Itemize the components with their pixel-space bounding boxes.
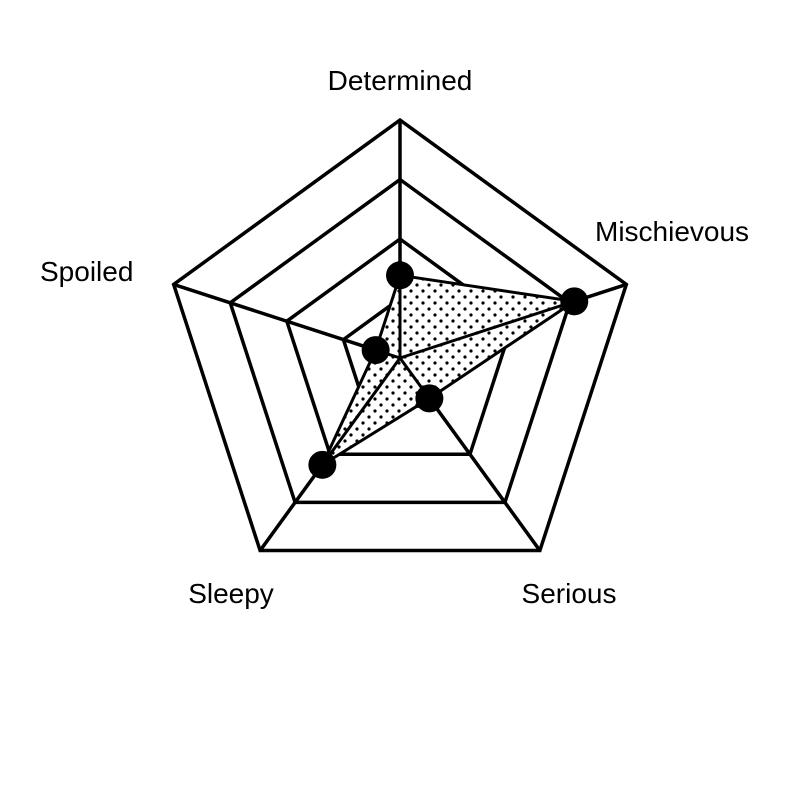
axis-labels: Determined Mischievous Serious Sleepy Sp… [40, 65, 749, 609]
series-spoke-mischievous [399, 299, 575, 360]
data-point-mischievous [560, 287, 589, 316]
axis-label-determined: Determined [328, 65, 473, 96]
data-point-serious [415, 384, 444, 413]
axis-label-mischievous: Mischievous [595, 216, 749, 247]
radar-series [308, 261, 589, 479]
series-area [322, 275, 575, 465]
axis-label-spoiled: Spoiled [40, 256, 133, 287]
series-spoke-sleepy [321, 357, 402, 466]
axis-label-sleepy: Sleepy [188, 578, 274, 609]
grid-spoke-spoiled [173, 282, 401, 360]
axis-label-serious: Serious [522, 578, 617, 609]
data-point-sleepy [308, 450, 337, 479]
grid-ring-3 [228, 177, 572, 505]
data-point-spoiled [361, 336, 390, 365]
grid-ring-4 [171, 117, 629, 553]
data-point-determined [386, 261, 414, 290]
